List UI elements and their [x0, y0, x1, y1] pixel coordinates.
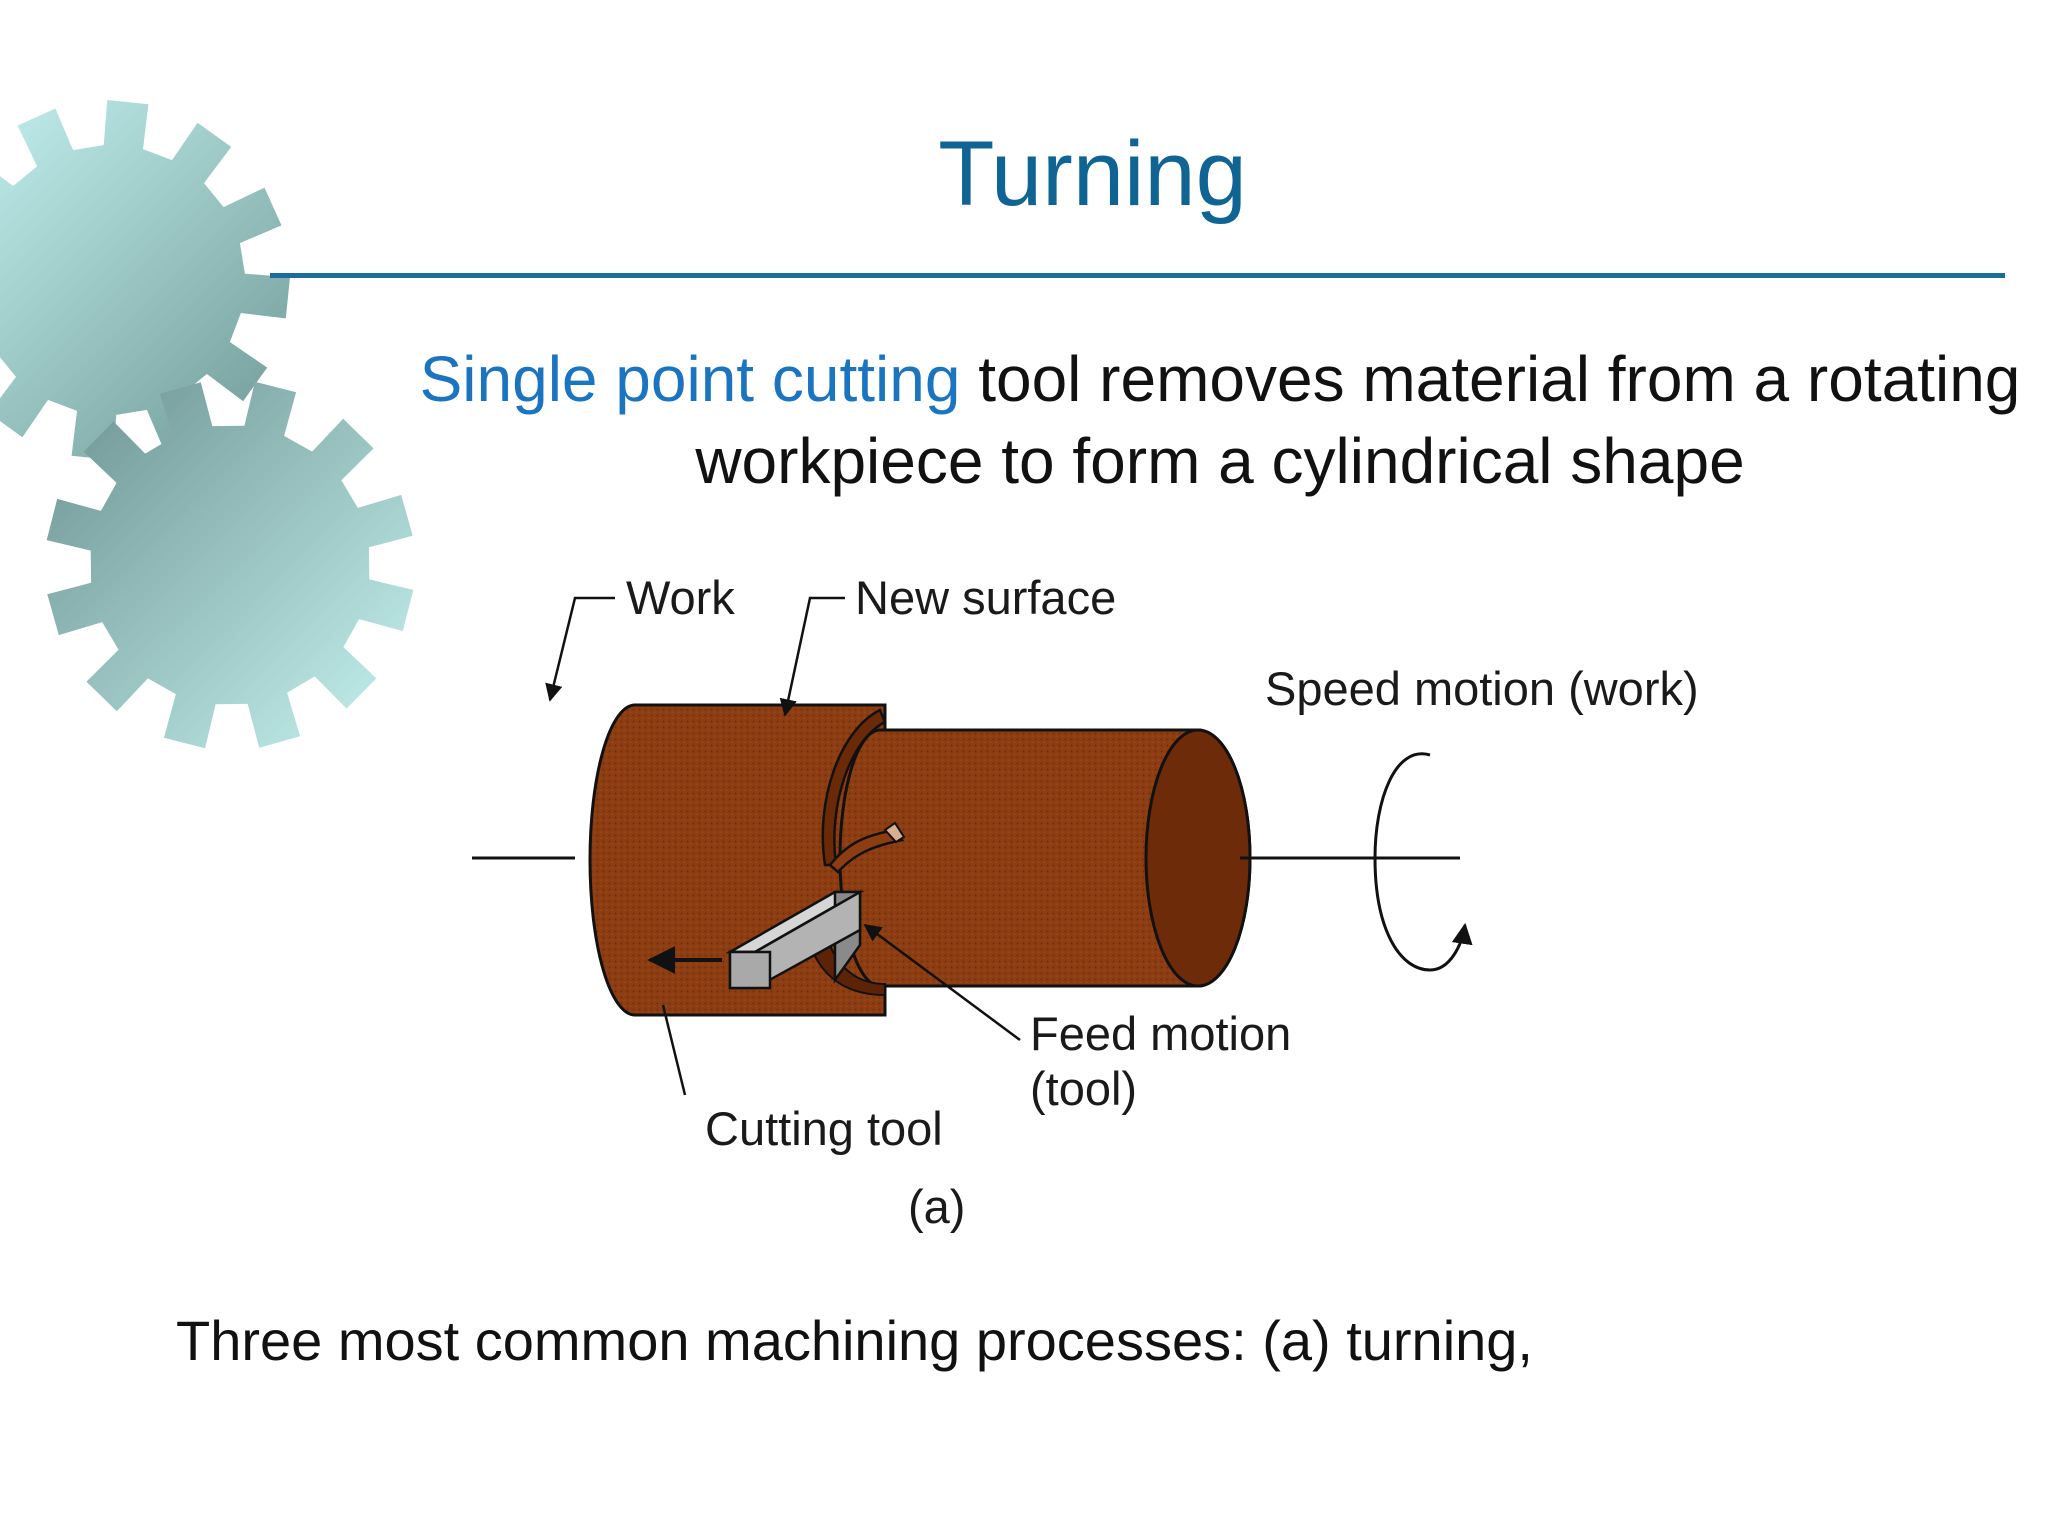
label-panel: (a) [908, 1180, 965, 1233]
workpiece-new-surface [838, 728, 1252, 988]
leader-new-surface [779, 596, 845, 717]
label-feed-motion-line2: (tool) [1030, 1062, 1137, 1115]
slide-subtitle: Single point cutting tool removes materi… [380, 338, 2048, 502]
turning-diagram: Work New surface Speed motion (work) Fee… [472, 571, 1699, 1233]
gear-shape [46, 381, 414, 749]
subtitle-highlight: Single point cutting [419, 343, 961, 415]
subtitle-text: tool removes material from a rotating wo… [695, 343, 2021, 497]
chip-tail [828, 828, 905, 874]
leader-work [545, 596, 615, 702]
title-divider [270, 273, 2005, 278]
gear-icon [46, 381, 414, 749]
speed-rotation-arrow [1373, 752, 1473, 972]
gear-shape [0, 100, 290, 460]
leader-feed-motion [863, 923, 1021, 1042]
leader-cutting-tool [661, 1004, 687, 1096]
cutting-tool-shape [725, 889, 865, 990]
slide-title: Turning [938, 123, 1247, 225]
workpiece-end-face [1144, 728, 1252, 988]
gear-icon [0, 100, 290, 460]
label-work: Work [626, 571, 735, 624]
label-feed-motion-line1: Feed motion [1030, 1007, 1291, 1060]
label-speed-motion: Speed motion (work) [1265, 662, 1699, 715]
label-new-surface: New surface [855, 571, 1116, 624]
gears-decoration [0, 100, 414, 749]
figure-caption: Three most common machining processes: (… [176, 1309, 1533, 1372]
label-cutting-tool: Cutting tool [705, 1102, 943, 1155]
